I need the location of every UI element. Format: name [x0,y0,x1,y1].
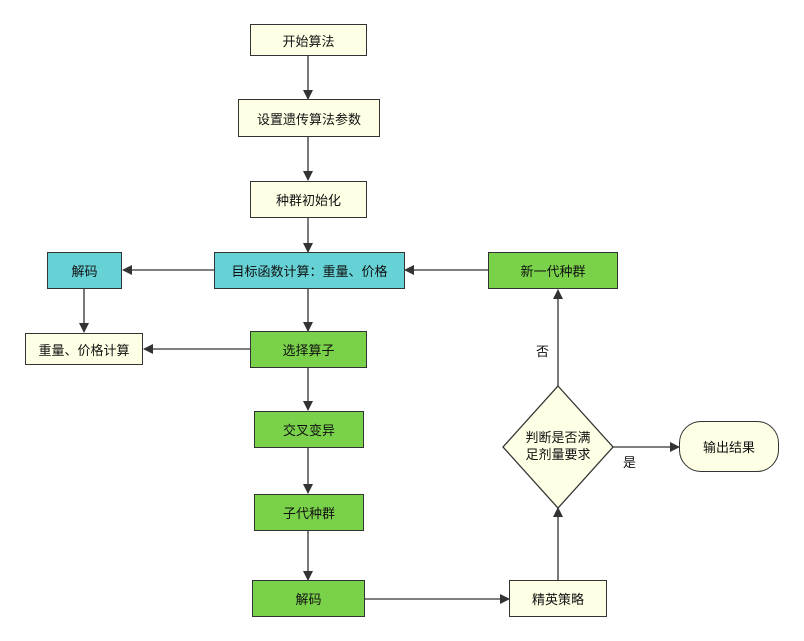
set-params-node: 设置遗传算法参数 [238,99,380,137]
decode-bottom-node: 解码 [252,580,365,617]
output-result-node: 输出结果 [679,421,779,472]
crossover-mutation-node: 交叉变异 [254,411,364,448]
decode-left-node: 解码 [47,252,122,289]
elite-strategy-node: 精英策略 [509,580,607,617]
edge-label-yes: 是 [623,456,637,471]
decision-text: 判断是否满 足剂量要求 [503,430,613,464]
start-node: 开始算法 [250,24,367,56]
init-population-node: 种群初始化 [250,181,367,218]
objective-function-node: 目标函数计算：重量、价格 [214,252,405,289]
edge-label-no: 否 [536,345,550,360]
decision-diamond [502,385,614,509]
select-operator-node: 选择算子 [250,331,367,368]
offspring-population-node: 子代种群 [254,494,364,531]
decision-text-line1: 判断是否满 [525,431,591,446]
weight-price-calc-node: 重量、价格计算 [25,333,143,365]
new-population-node: 新一代种群 [488,252,618,289]
decision-text-line2: 足剂量要求 [525,448,591,463]
